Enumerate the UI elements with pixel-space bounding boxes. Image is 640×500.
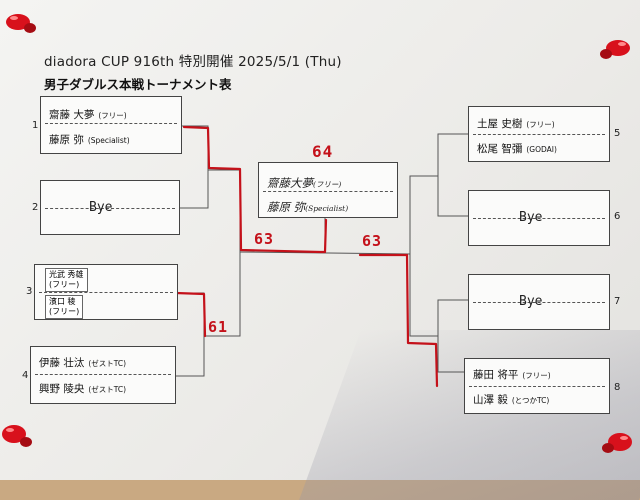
- player-name-text: 齋藤大夢: [267, 176, 313, 190]
- player-name: 藤田 将平(フリー): [473, 367, 551, 382]
- seed-number: 1: [32, 120, 39, 131]
- entry-box-7: Bye: [468, 274, 610, 330]
- bracket-line-5-6: [437, 133, 468, 217]
- seed-number: 4: [22, 370, 29, 381]
- seed-number: 5: [614, 128, 621, 139]
- page-subtitle: 男子ダブルス本戦トーナメント表: [44, 77, 232, 92]
- player-name-text: 山澤 毅: [473, 394, 508, 406]
- player-name: 藤原 弥(Specialist): [49, 132, 130, 147]
- player-name-text: 齋藤 大夢: [49, 109, 95, 121]
- player-name-text: 藤田 将平: [473, 369, 519, 381]
- winner-player: 齋藤大夢(フリー): [267, 175, 341, 191]
- divider: [473, 302, 605, 303]
- winner-path-8: [358, 253, 439, 388]
- bracket-lines: [174, 125, 468, 388]
- player-affiliation: (フリー): [526, 120, 555, 129]
- right-semi-score: 63: [362, 232, 383, 250]
- player-name: 山澤 毅(とつかTC): [473, 392, 549, 407]
- player-name-text: 藤原 弥: [49, 134, 84, 146]
- bracket-line-left-semi: [208, 169, 241, 250]
- player-affiliation: (ゼストTC): [88, 385, 127, 394]
- player-name-text: 藤原 弥: [267, 200, 306, 214]
- player-name-text: 興野 陵央: [39, 383, 85, 395]
- bracket-line-left-semi-low: [204, 250, 241, 337]
- bracket-line-3-4: [174, 292, 205, 377]
- divider: [45, 208, 175, 209]
- entry-box-4: 伊藤 壮汰(ゼストTC) 興野 陵央(ゼストTC): [30, 346, 176, 404]
- player-affiliation: (とつかTC): [511, 396, 550, 405]
- seed-number: 8: [614, 382, 621, 393]
- player-card: 濱口 稜 (フリー): [45, 295, 84, 319]
- player-affiliation: (GODAI): [526, 145, 557, 154]
- entry-box-5: 土屋 史樹(フリー) 松尾 智彌(GODAI): [468, 106, 610, 162]
- divider: [469, 386, 605, 387]
- player-affiliation: (フリー): [49, 280, 80, 289]
- player-affiliation: (フリー): [313, 180, 342, 189]
- player-card: 光武 秀雄 (フリー): [45, 268, 88, 292]
- player-affiliation: (フリー): [49, 307, 80, 316]
- player-affiliation: (フリー): [522, 371, 551, 380]
- entry-box-1: 齋藤 大夢(フリー) 藤原 弥(Specialist): [40, 96, 182, 154]
- entry-box-6: Bye: [468, 190, 610, 246]
- entry-box-8: 藤田 将平(フリー) 山澤 毅(とつかTC): [464, 358, 610, 414]
- divider: [473, 134, 605, 135]
- player-affiliation: (フリー): [98, 111, 127, 120]
- bye-label: Bye: [519, 210, 543, 225]
- divider: [263, 191, 393, 192]
- divider: [35, 374, 171, 375]
- player-name-text: 濱口 稜: [49, 297, 76, 306]
- player-affiliation: (Specialist): [305, 204, 349, 213]
- divider: [473, 218, 605, 219]
- seed-number: 2: [32, 202, 39, 213]
- seed-number: 3: [26, 286, 33, 297]
- pushpin-icon: [6, 14, 36, 33]
- player-affiliation: (ゼストTC): [88, 359, 127, 368]
- player-name-text: 光武 秀雄: [49, 270, 84, 279]
- player-name: 松尾 智彌(GODAI): [477, 141, 557, 156]
- bracket-line-1-2: [180, 125, 209, 209]
- bye-label: Bye: [519, 294, 543, 309]
- player-name-text: 土屋 史樹: [477, 118, 523, 130]
- player-name: 齋藤 大夢(フリー): [49, 107, 127, 122]
- divider: [39, 292, 173, 293]
- player-name-text: 松尾 智彌: [477, 143, 523, 155]
- bracket-line-right-semi-low: [409, 256, 438, 337]
- final-score: 64: [312, 142, 334, 161]
- player-name: 興野 陵央(ゼストTC): [39, 381, 126, 396]
- page-title: diadora CUP 916th 特別開催 2025/5/1 (Thu): [44, 54, 342, 70]
- winner-box: 齋藤大夢(フリー) 藤原 弥(Specialist): [258, 162, 398, 218]
- player-affiliation: (Specialist): [87, 136, 130, 145]
- bracket-line-right-semi: [409, 175, 438, 256]
- pushpin-icon: [600, 40, 630, 59]
- player-name-text: 伊藤 壮汰: [39, 357, 85, 369]
- winner-path-3: [174, 291, 207, 338]
- entry-box-3: 光武 秀雄 (フリー) 濱口 稜 (フリー): [34, 264, 178, 320]
- winner-player: 藤原 弥(Specialist): [267, 199, 348, 215]
- bye-label: Bye: [89, 200, 113, 215]
- divider: [45, 123, 177, 124]
- pushpin-icon: [602, 433, 632, 453]
- left-semi-score: 63: [254, 230, 275, 248]
- entry-box-2: Bye: [40, 180, 180, 235]
- player-name: 土屋 史樹(フリー): [477, 116, 555, 131]
- pushpin-icon: [2, 425, 32, 447]
- seed-number: 7: [614, 296, 621, 307]
- winner-path-1: [182, 125, 328, 254]
- qf-score: 61: [208, 318, 229, 336]
- player-name: 伊藤 壮汰(ゼストTC): [39, 355, 126, 370]
- seed-number: 6: [614, 211, 621, 222]
